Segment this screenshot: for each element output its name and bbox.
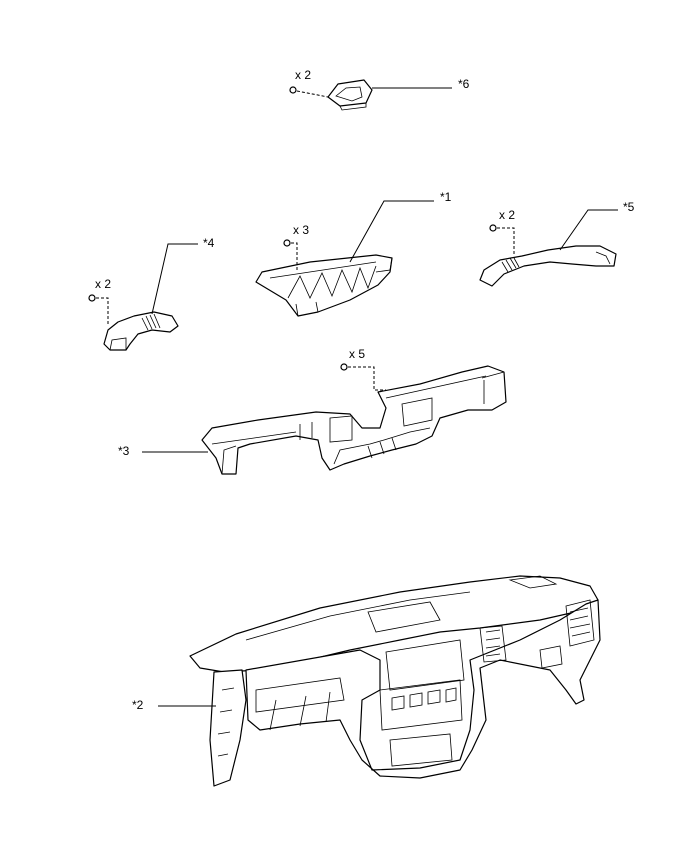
part-6-quantity: x 2 <box>295 68 311 82</box>
part-5-callout: *5 <box>623 200 635 214</box>
part-3-callout: *3 <box>118 444 130 458</box>
part-6-bracket <box>327 79 373 111</box>
part-1-leader <box>349 200 434 263</box>
part-6-callout: *6 <box>458 77 470 91</box>
part-5-quantity: x 2 <box>499 208 515 222</box>
part-3-quantity: x 5 <box>349 347 365 361</box>
part-1-screw <box>283 239 298 270</box>
part-2-callout: *2 <box>132 698 144 712</box>
part-1-callout: *1 <box>440 190 452 204</box>
part-4-callout: *4 <box>203 236 215 250</box>
part-4-leader <box>151 243 198 315</box>
part-1-center-duct <box>255 254 393 317</box>
part-2-instrument-panel <box>189 575 601 787</box>
part-5-leader <box>559 209 618 251</box>
part-6-screw <box>289 86 329 98</box>
part-3-screw <box>340 363 386 391</box>
part-5-right-duct <box>479 245 617 287</box>
part-4-quantity: x 2 <box>95 277 111 291</box>
part-5-screw <box>489 224 515 256</box>
part-4-left-duct <box>103 311 179 351</box>
part-4-screw <box>88 294 109 326</box>
part-1-quantity: x 3 <box>293 223 309 237</box>
part-3-main-duct <box>201 365 507 475</box>
